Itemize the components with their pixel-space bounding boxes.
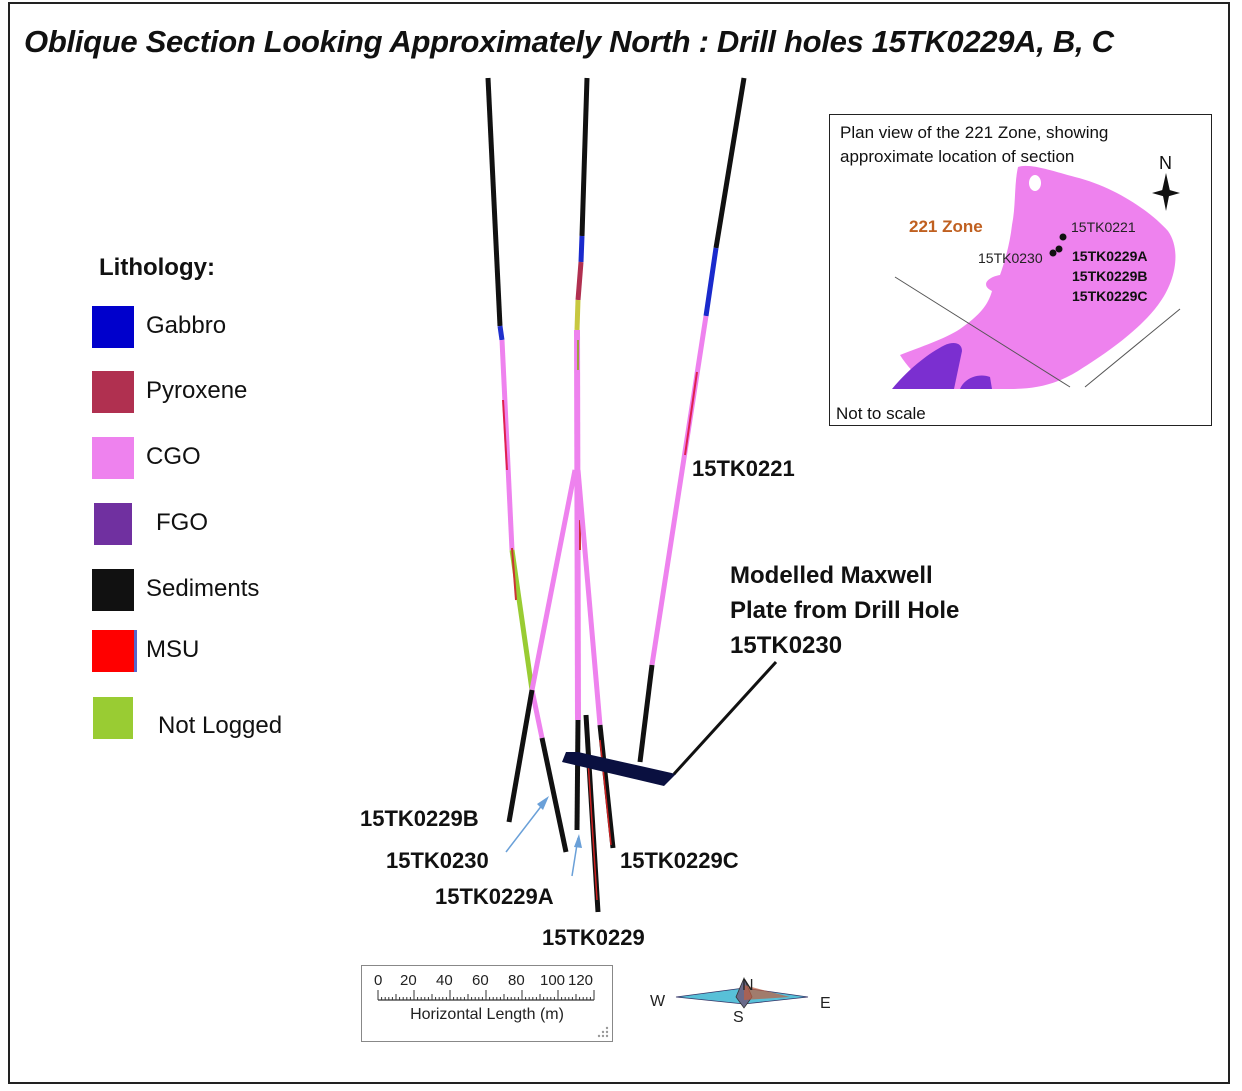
inset-north-label: N — [1159, 153, 1172, 173]
legend-swatch-pyroxene — [92, 371, 134, 413]
drill-trace-0221 — [637, 77, 747, 763]
label-15tk0229: 15TK0229 — [542, 925, 645, 950]
inset-label-0221: 15TK0221 — [1071, 219, 1136, 235]
scale-tick-60: 60 — [472, 972, 489, 989]
inset-fgo-patch — [892, 343, 962, 389]
plate-label-line2: Plate from Drill Hole — [730, 597, 959, 624]
arrow-head-0229a — [574, 834, 582, 848]
legend-swatch-cgo — [92, 437, 134, 479]
inset-label-0229b: 15TK0229B — [1072, 268, 1148, 284]
compass-w: W — [650, 993, 666, 1010]
inset-caption: Plan view of the 221 Zone, showing appro… — [840, 123, 1109, 166]
figure-title: Oblique Section Looking Approximately No… — [24, 24, 1114, 59]
inset-section-line-1 — [894, 276, 1071, 388]
inset-section-line-2 — [1084, 308, 1181, 388]
legend-swatch-gabbro — [92, 306, 134, 348]
plate-label-line3: 15TK0230 — [730, 632, 842, 659]
scale-tick-40: 40 — [436, 972, 453, 989]
inset-cgo-body — [900, 165, 1176, 389]
drill-trace-left — [485, 77, 569, 853]
drill-trace-center — [574, 77, 590, 831]
scale-tick-80: 80 — [508, 972, 525, 989]
label-15tk0221: 15TK0221 — [692, 456, 795, 481]
scale-bar-label: Horizontal Length (m) — [410, 1006, 564, 1023]
label-15tk0230: 15TK0230 — [386, 848, 489, 873]
plate-leader-line — [672, 660, 778, 776]
inset-north-arrow — [1152, 173, 1180, 211]
compass-n: N — [742, 977, 754, 994]
scale-tick-0: 0 — [374, 972, 383, 989]
scale-tick-100: 100 — [540, 972, 566, 989]
figure-frame — [8, 2, 1230, 1084]
legend-swatch-not-logged — [93, 697, 133, 739]
legend-label-msu: MSU — [146, 636, 200, 663]
inset-map: N 221 Zone 15TK0221 15TK0230 15TK0229A 1… — [892, 153, 1181, 389]
compass-e: E — [820, 995, 831, 1012]
inset-plan-view: N 221 Zone 15TK0221 15TK0230 15TK0229A 1… — [829, 114, 1212, 426]
inset-collar-0221 — [1059, 233, 1067, 241]
legend-label-not-logged: Not Logged — [158, 712, 283, 739]
arrow-0230 — [505, 799, 547, 853]
inset-collar-0230 — [1049, 249, 1057, 257]
legend-swatch-msu — [92, 630, 137, 672]
drill-trace-0229-branches — [575, 469, 616, 913]
scale-tick-20: 20 — [400, 972, 417, 989]
inset-collar-0229 — [1055, 245, 1063, 253]
maxwell-plate — [562, 752, 676, 786]
compass-s: S — [733, 1009, 744, 1026]
legend-title: Lithology: — [99, 254, 215, 281]
label-15tk0229a: 15TK0229A — [435, 884, 554, 909]
legend-swatch-sediments — [92, 569, 134, 611]
inset-label-0229a: 15TK0229A — [1072, 248, 1148, 264]
legend-label-sediments: Sediments — [146, 575, 260, 602]
orientation-compass: N S W E — [650, 976, 831, 1026]
resize-grip-icon — [597, 1026, 609, 1038]
scale-bar-ruler — [377, 990, 595, 1001]
legend-label-cgo: CGO — [146, 443, 201, 470]
inset-zone-label: 221 Zone — [909, 217, 983, 236]
drill-trace-0229b — [506, 469, 578, 823]
scale-tick-120: 120 — [568, 972, 594, 989]
scale-bar: 0 20 40 60 80 100 120 Horizontal Length … — [361, 965, 613, 1042]
label-15tk0229c: 15TK0229C — [620, 848, 739, 873]
legend-label-pyroxene: Pyroxene — [146, 377, 248, 404]
inset-fgo-patch-small — [960, 375, 992, 389]
plate-label-line1: Modelled Maxwell — [730, 562, 933, 589]
inset-label-0230: 15TK0230 — [978, 250, 1043, 266]
arrow-head-0230 — [537, 796, 549, 810]
label-15tk0229b: 15TK0229B — [360, 806, 479, 831]
legend-label-fgo: FGO — [156, 509, 208, 536]
inset-hole-white — [1029, 175, 1041, 191]
legend-swatch-fgo — [94, 503, 132, 545]
legend-label-gabbro: Gabbro — [146, 312, 227, 339]
inset-label-0229c: 15TK0229C — [1072, 288, 1148, 304]
inset-note: Not to scale — [836, 404, 926, 423]
